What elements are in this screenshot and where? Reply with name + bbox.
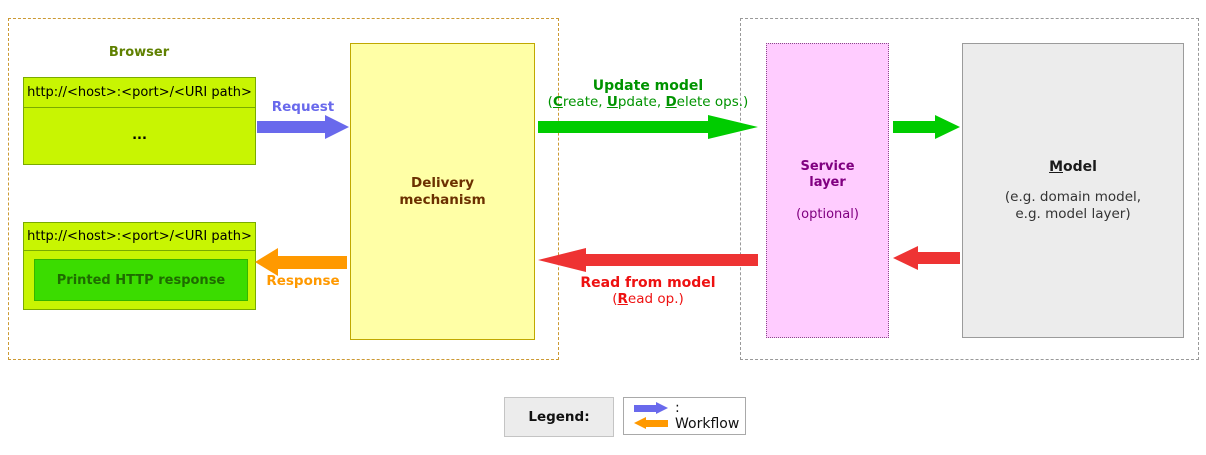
service-to-model-arrow-shaft xyxy=(893,121,935,133)
update-model-label: Update model (Create, Update, Delete ops… xyxy=(538,78,758,110)
read-initial: R xyxy=(617,290,628,307)
request-arrow-shaft xyxy=(257,121,325,133)
model-side-container xyxy=(740,18,1199,360)
request-body-ellipsis: ... xyxy=(132,128,147,143)
service-to-model-arrow-icon xyxy=(893,115,960,139)
read-arrow-shaft xyxy=(586,254,758,266)
workflow-left-arrow-icon xyxy=(634,417,668,430)
delete-initial: D xyxy=(665,93,677,110)
service-to-model-arrow-head xyxy=(935,115,960,139)
read-arrow-head xyxy=(538,248,586,272)
service-layer-optional: (optional) xyxy=(796,207,859,223)
update-model-title: Update model xyxy=(592,78,704,94)
model-label: Model xyxy=(1049,158,1097,175)
workflow-arrows-icon xyxy=(634,402,668,430)
request-arrow-head xyxy=(325,115,349,139)
model-initial: M xyxy=(1049,158,1063,175)
model-box: Model (e.g. domain model, e.g. model lay… xyxy=(962,43,1184,338)
model-subtitle: (e.g. domain model, e.g. model layer) xyxy=(1004,188,1142,222)
response-arrow-shaft xyxy=(278,256,347,269)
update-arrow-shaft xyxy=(538,121,708,133)
browser-label: Browser xyxy=(108,45,170,60)
request-label: Request xyxy=(271,99,335,115)
response-arrow-head xyxy=(255,248,278,276)
model-to-service-arrow-icon xyxy=(893,246,960,270)
update-initial: U xyxy=(606,93,618,110)
read-op: (Read op.) xyxy=(612,290,684,307)
legend-title-box: Legend: xyxy=(504,397,614,437)
update-model-ops: (Create, Update, Delete ops.) xyxy=(547,93,749,110)
create-initial: C xyxy=(552,93,563,110)
request-arrow-icon xyxy=(257,115,349,139)
read-from-model-arrow-icon xyxy=(538,248,758,272)
response-label: Response xyxy=(266,273,340,289)
legend-workflow-box: : Workflow xyxy=(623,397,746,435)
browser-side-container xyxy=(8,18,559,360)
printed-http-response-box: Printed HTTP response xyxy=(34,259,248,301)
delivery-mechanism-box: Delivery mechanism xyxy=(350,43,535,340)
browser-response-box: http://<host>:<port>/<URI path> Printed … xyxy=(23,222,256,310)
legend-title: Legend: xyxy=(528,409,590,425)
workflow-label: : Workflow xyxy=(675,400,740,432)
service-layer-label: Service layer xyxy=(800,158,855,190)
read-from-model-title: Read from model xyxy=(580,275,716,291)
browser-request-box: http://<host>:<port>/<URI path> ... xyxy=(23,77,256,165)
read-from-model-label: Read from model (Read op.) xyxy=(538,275,758,307)
service-layer-box: Service layer (optional) xyxy=(766,43,889,338)
workflow-right-arrow-icon xyxy=(634,402,668,415)
model-to-service-arrow-head xyxy=(893,246,918,270)
request-url-text: http://<host>:<port>/<URI path> xyxy=(24,78,255,108)
response-url-text: http://<host>:<port>/<URI path> xyxy=(24,223,255,251)
update-model-arrow-icon xyxy=(538,115,758,139)
update-arrow-head xyxy=(708,115,758,139)
delivery-mechanism-label: Delivery mechanism xyxy=(399,175,486,208)
response-arrow-icon xyxy=(255,248,347,276)
model-to-service-arrow-shaft xyxy=(918,252,960,264)
